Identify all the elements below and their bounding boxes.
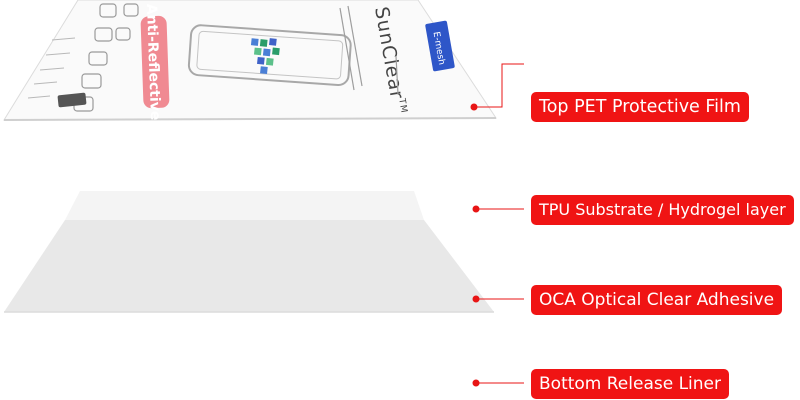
brand-tag: E-mesh xyxy=(425,20,455,72)
logo-mosaic xyxy=(250,38,280,75)
dot-top xyxy=(470,103,478,111)
feature-icon-1 xyxy=(99,3,117,18)
dot-bottom xyxy=(472,379,480,387)
feature-icon-6 xyxy=(123,3,139,17)
feature-icon-3 xyxy=(88,51,108,66)
label-bottom-liner: Bottom Release Liner xyxy=(531,369,730,399)
feature-icons xyxy=(73,3,139,112)
feature-icon-7 xyxy=(115,27,131,41)
feature-icon-4 xyxy=(81,73,102,89)
top-pet-film: Anti-Reflective SunClearTM xyxy=(3,0,497,121)
connector-top xyxy=(474,63,524,108)
dot-tpu xyxy=(472,205,480,213)
connectors xyxy=(474,63,524,384)
label-top-pet-film: Top PET Protective Film xyxy=(531,92,749,122)
tpu-oca-film xyxy=(4,191,494,313)
anti-reflective-badge: Anti-Reflective xyxy=(140,3,170,121)
dot-oca xyxy=(472,295,480,303)
anti-reflective-text: Anti-Reflective xyxy=(143,3,163,120)
feature-icon-2 xyxy=(94,27,113,42)
label-tpu-substrate: TPU Substrate / Hydrogel layer xyxy=(531,195,794,225)
film-sample-icon xyxy=(57,92,87,108)
label-oca-adhesive: OCA Optical Clear Adhesive xyxy=(531,285,783,315)
